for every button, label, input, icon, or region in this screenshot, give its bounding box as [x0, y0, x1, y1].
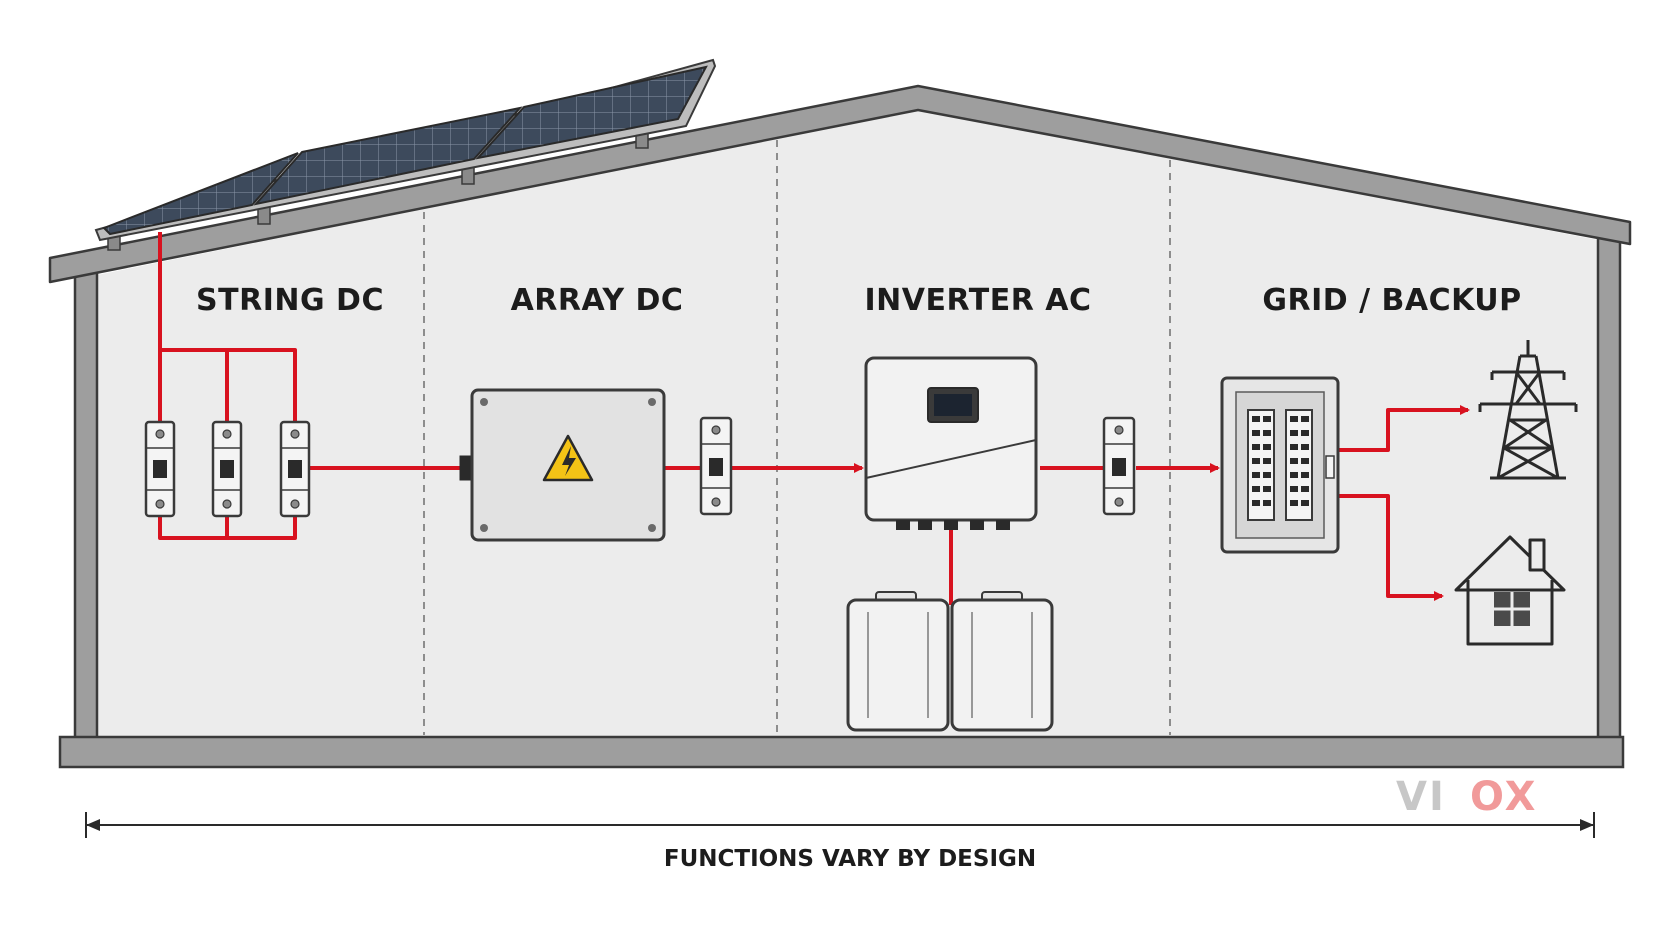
- dimension-line: [85, 812, 1595, 838]
- zone-label-inverter-ac: INVERTER AC: [865, 283, 1092, 318]
- solar-panel-icon: [94, 58, 717, 251]
- warning-icon: [542, 434, 594, 482]
- zone-label-array-dc: ARRAY DC: [511, 283, 684, 318]
- breaker-icon: [211, 420, 243, 518]
- junction-box-icon: [459, 388, 666, 542]
- viox-logo: VI OX: [1396, 774, 1537, 820]
- battery-icon: [950, 591, 1054, 732]
- caption: FUNCTIONS VARY BY DESIGN: [664, 846, 1036, 872]
- logo-part-1: VI: [1396, 774, 1446, 820]
- building: [48, 84, 1632, 769]
- inverter-icon: [864, 356, 1038, 530]
- zone-label-string-dc: STRING DC: [196, 283, 384, 318]
- breaker-icon: [1102, 416, 1136, 516]
- logo-part-2: OX: [1470, 774, 1537, 820]
- breaker-icon: [279, 420, 311, 518]
- transmission-tower-icon: [1478, 340, 1578, 480]
- dc-ac-wiring: [158, 232, 1470, 605]
- distribution-panel-icon: [1220, 376, 1340, 554]
- breaker-icon: [144, 420, 176, 518]
- zone-label-grid-backup: GRID / BACKUP: [1262, 283, 1521, 318]
- house-icon: [1454, 535, 1566, 646]
- breaker-icon: [699, 416, 733, 516]
- string-breakers: [144, 420, 311, 518]
- battery-icon: [846, 591, 950, 732]
